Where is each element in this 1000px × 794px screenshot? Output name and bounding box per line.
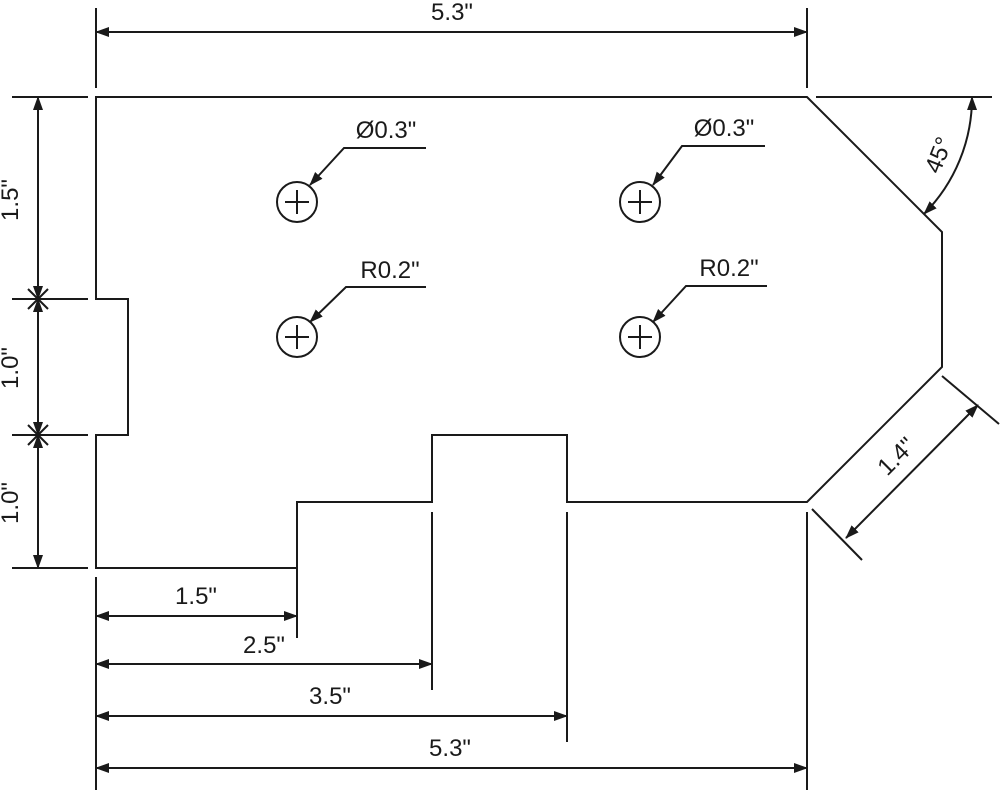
dimension-label-top: 5.3" — [431, 0, 473, 26]
dimension-chamfer-angle: 45° — [816, 96, 992, 215]
leader-radius-left: R0.2" — [309, 257, 426, 323]
hole-label-radius-right: R0.2" — [699, 255, 758, 282]
dimension-label-chamfer-length: 1.4" — [872, 432, 921, 481]
hole-label-radius-left: R0.2" — [360, 257, 419, 284]
dimension-label-left-lower: 1.0" — [0, 482, 24, 524]
leader-diameter-left: Ø0.3" — [309, 117, 426, 186]
dimension-label-bottom-width: 5.3" — [429, 735, 471, 762]
dimension-label-left-middle: 1.0" — [0, 347, 24, 389]
dimension-label-bottom-1: 1.5" — [175, 583, 217, 610]
dimension-label-bottom-2: 2.5" — [243, 632, 285, 659]
hole-label-diameter-right: Ø0.3" — [694, 115, 755, 142]
leader-diameter-right: Ø0.3" — [652, 115, 765, 186]
hole-label-diameter-left: Ø0.3" — [356, 117, 417, 144]
dimension-label-chamfer-angle: 45° — [920, 133, 959, 177]
hole-top-right — [619, 181, 661, 223]
part-outline — [95, 96, 943, 569]
dimension-label-left-upper: 1.5" — [0, 179, 24, 221]
hole-bottom-left — [276, 316, 318, 358]
dimension-top-width: 5.3" — [95, 0, 808, 88]
dimension-label-bottom-3: 3.5" — [309, 683, 351, 710]
hole-top-left — [276, 181, 318, 223]
hole-bottom-right — [619, 316, 661, 358]
dimension-bottom: 1.5" 2.5" 3.5" 5.3" — [95, 512, 808, 790]
leader-radius-right: R0.2" — [652, 255, 767, 323]
dimension-left: 1.5" 1.0" 1.0" — [0, 96, 88, 569]
